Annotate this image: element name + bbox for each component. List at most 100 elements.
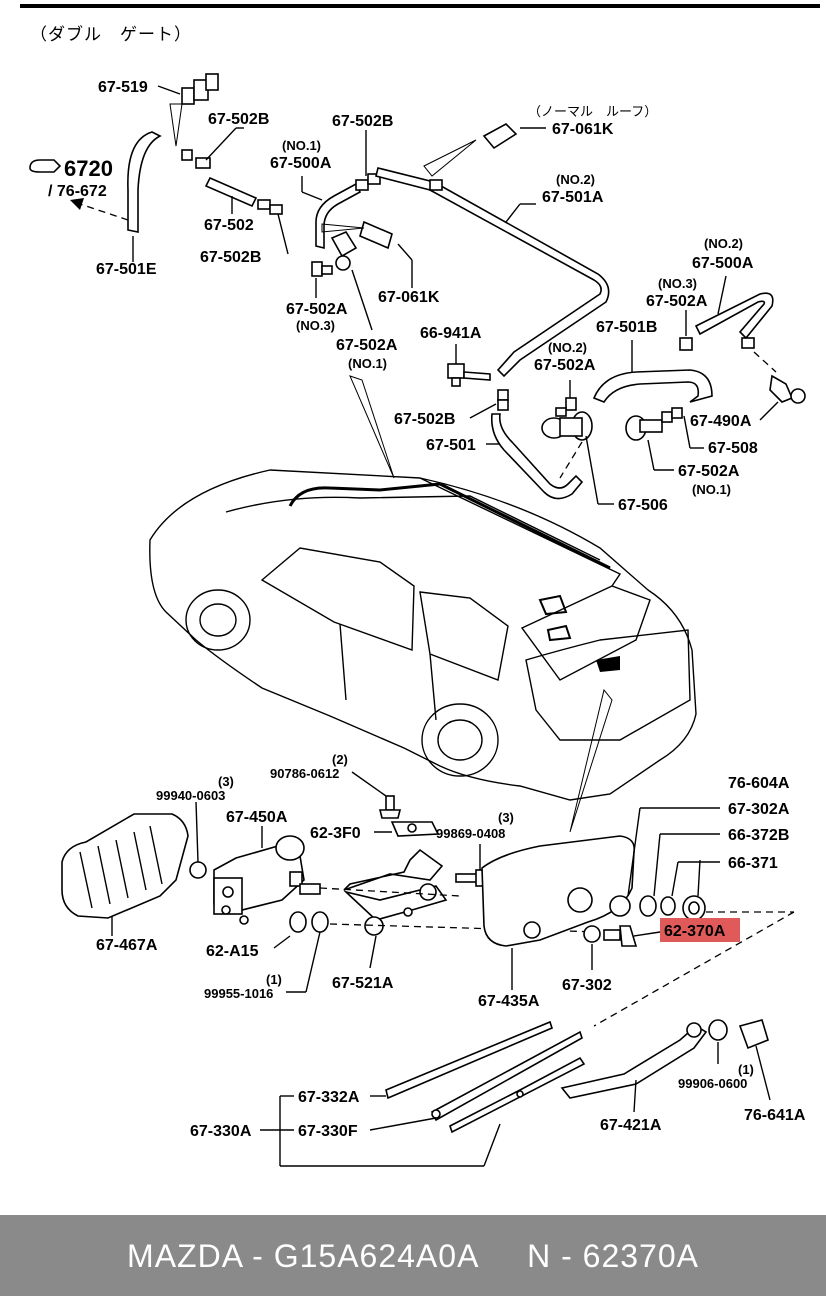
hose-67-500A-no2 [679, 292, 774, 351]
label-67-467A: 67-467A [96, 937, 158, 954]
label-qty-3-a: (3) [218, 774, 234, 789]
label-67-500A-a: 67-500A [270, 155, 332, 172]
cover-67-467A [61, 813, 189, 919]
bushing-62-A15 [289, 911, 329, 933]
hose-joint [181, 149, 211, 169]
label-qty-3-b: (3) [498, 810, 514, 825]
cover-67-435A [481, 835, 636, 947]
label-67-450A: 67-450A [226, 809, 288, 826]
label-67-421A: 67-421A [600, 1117, 662, 1134]
label-no2-b: (NO.2) [704, 236, 743, 251]
wiper-blade-67-330A [385, 1020, 586, 1134]
label-66-372B: 66-372B [728, 827, 789, 844]
washer-66-372B [660, 896, 676, 916]
hose-joint-no2 [555, 397, 577, 417]
pivot-62-370A [603, 925, 638, 947]
label-67-502A-c: 67-502A [646, 293, 708, 310]
label-no2-c: (NO.2) [548, 340, 587, 355]
label-67-502A-e: 67-502A [678, 463, 740, 480]
label-67-502A-b: 67-502A [336, 337, 398, 354]
label-66-371: 66-371 [728, 855, 778, 872]
label-90786-0612: 90786-0612 [270, 766, 339, 781]
wiper-motor-67-450A [213, 835, 321, 925]
label-99940-0603: 99940-0603 [156, 788, 225, 803]
label-67-302: 67-302 [562, 977, 612, 994]
link-67-521A [343, 848, 448, 936]
label-67-500A-b: 67-500A [692, 255, 754, 272]
hose-joint-no3 [311, 261, 333, 277]
note-normal-roof: （ノーマル ルーフ） [528, 105, 657, 120]
connector-66-941A [447, 363, 491, 387]
label-67-330F: 67-330F [298, 1123, 358, 1140]
hose-67-501B [592, 369, 713, 403]
label-67-502: 67-502 [204, 217, 254, 234]
reference-6720: 6720 / 76-672 [29, 156, 113, 200]
hose-joint-502B [497, 389, 509, 411]
washer-nozzle-normal-roof [482, 123, 518, 150]
ref-sub: / 76-672 [48, 183, 107, 200]
label-no3-a: (NO.3) [296, 318, 335, 333]
label-67-332A: 67-332A [298, 1089, 360, 1106]
label-67-061K-a: 67-061K [552, 121, 614, 138]
washer-pump-67-506 [541, 411, 593, 441]
label-no1-a: (NO.1) [282, 138, 321, 153]
label-67-502B-d: 67-502B [394, 411, 455, 428]
label-67-061K-b: 67-061K [378, 289, 440, 306]
label-62-A15: 62-A15 [206, 943, 259, 960]
parts-diagram: （ダブル ゲート） [20, 4, 820, 1167]
check-valve-67-490A [769, 374, 806, 404]
nut-99906-0600 [708, 1019, 728, 1041]
label-no1-b: (NO.1) [348, 356, 387, 371]
label-67-508: 67-508 [708, 440, 758, 457]
label-99906-0600: 99906-0600 [678, 1076, 747, 1091]
label-67-501E: 67-501E [96, 261, 157, 278]
washer-nozzle-no1 [330, 220, 393, 271]
hose-clip-part [181, 73, 219, 105]
label-67-501: 67-501 [426, 437, 476, 454]
hose-joint-no1-right [625, 407, 683, 441]
hose-67-501A [375, 167, 610, 378]
grommet-67-302 [583, 925, 601, 943]
wiper-arm-67-421A [560, 1022, 708, 1099]
label-62-370A: 62-370A [664, 923, 726, 940]
hose-67-501 [490, 413, 584, 500]
label-67-490A: 67-490A [690, 413, 752, 430]
label-62-3F0: 62-3F0 [310, 825, 361, 842]
vehicle-outline [149, 469, 697, 801]
bolt-90786-0612 [378, 795, 402, 819]
label-67-501B: 67-501B [596, 319, 657, 336]
nut-67-302A [639, 895, 657, 917]
label-67-506: 67-506 [618, 497, 668, 514]
label-67-519: 67-519 [98, 79, 148, 96]
cap-76-604A [609, 895, 631, 917]
label-67-521A: 67-521A [332, 975, 394, 992]
exploded-view: 67-519 67-502B 67-502B （ノーマル ルーフ） 67-061… [29, 73, 806, 1167]
label-76-604A: 76-604A [728, 775, 790, 792]
hose-67-500A-no1 [315, 173, 381, 250]
label-no2-a: (NO.2) [556, 172, 595, 187]
label-67-302A: 67-302A [728, 801, 790, 818]
label-qty-1-a: (1) [266, 972, 282, 987]
footer-part-number: MAZDA - G15A624A0A N - 62370A [127, 1238, 699, 1274]
label-67-435A: 67-435A [478, 993, 540, 1010]
label-67-502A-a: 67-502A [286, 301, 348, 318]
label-67-330A: 67-330A [190, 1123, 252, 1140]
label-67-502A-d: 67-502A [534, 357, 596, 374]
label-67-502B-c: 67-502B [200, 249, 261, 266]
header-caption: （ダブル ゲート） [30, 25, 192, 45]
nut-99940-0603 [189, 861, 207, 879]
label-99955-1016: 99955-1016 [204, 986, 273, 1001]
label-no3-b: (NO.3) [658, 276, 697, 291]
label-no1-c: (NO.1) [692, 482, 731, 497]
label-qty-2: (2) [332, 752, 348, 767]
label-67-501A: 67-501A [542, 189, 604, 206]
label-qty-1-b: (1) [738, 1062, 754, 1077]
label-67-502B-b: 67-502B [332, 113, 393, 130]
label-99869-0408: 99869-0408 [436, 826, 505, 841]
ref-number: 6720 [64, 156, 113, 181]
label-66-941A: 66-941A [420, 325, 482, 342]
highlight-62-370A: 62-370A [660, 918, 740, 942]
label-76-641A: 76-641A [744, 1107, 806, 1124]
top-border [20, 4, 820, 8]
bushing-66-371 [682, 895, 706, 921]
